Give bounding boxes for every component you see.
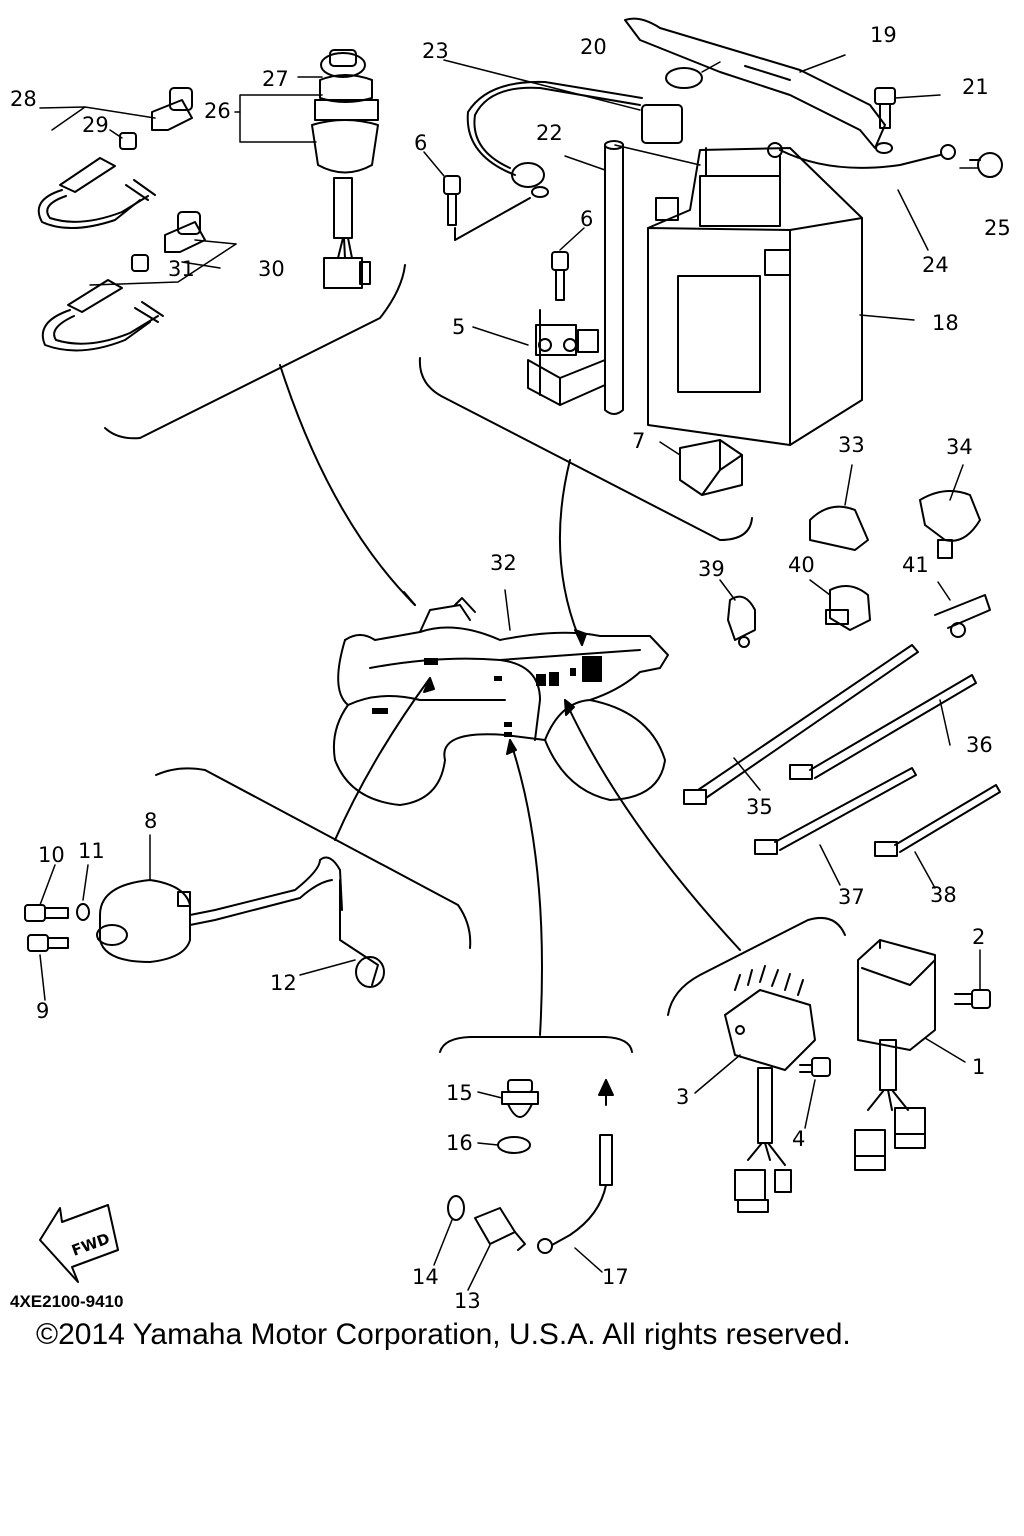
callout-41: 41: [902, 553, 929, 577]
callout-9: 9: [36, 999, 49, 1023]
cable-tie-38: [874, 784, 1001, 857]
callout-1: 1: [972, 1055, 985, 1079]
callout-14: 14: [412, 1265, 439, 1289]
callout-38: 38: [930, 883, 957, 907]
lead-part-17: [537, 1079, 614, 1254]
callout-leaders: [39, 54, 981, 1291]
main-switch: [311, 49, 379, 289]
screw-part-10: [24, 904, 69, 922]
clamp-part-34: [919, 490, 981, 559]
battery-band: [624, 17, 893, 154]
callout-3: 3: [676, 1085, 689, 1109]
callout-labels: 28 29 26 27 31 30 23 20 19 21 22 6 6 25 …: [10, 23, 1011, 1313]
callout-33: 33: [838, 433, 865, 457]
gasket-part-16: [497, 1136, 531, 1154]
callout-40: 40: [788, 553, 815, 577]
bolt-part-2: [954, 989, 991, 1009]
clamp-part-40: [825, 585, 871, 631]
battery: [647, 147, 863, 446]
callout-6-lower: 6: [580, 207, 593, 231]
clamp-part-39: [727, 595, 756, 648]
callout-4: 4: [792, 1127, 805, 1151]
bolt-part-6-right: [551, 251, 569, 301]
clamp-part-33: [809, 505, 869, 551]
ignition-coil: [96, 856, 385, 988]
cable-tie-36: [789, 674, 977, 780]
callout-11: 11: [78, 839, 105, 863]
vehicle-frame-outline: [332, 597, 669, 806]
callout-2: 2: [972, 925, 985, 949]
gasket-part-14: [447, 1195, 465, 1221]
bolt-part-4: [799, 1057, 831, 1077]
rectifier-regulator: [724, 965, 816, 1213]
callout-24: 24: [922, 253, 949, 277]
callout-39: 39: [698, 557, 725, 581]
thermo-switch-part-15: [501, 1079, 539, 1118]
callout-36: 36: [966, 733, 993, 757]
callout-37: 37: [838, 885, 865, 909]
callout-21: 21: [962, 75, 989, 99]
sensor-lead-lower: [41, 211, 206, 352]
bracket-rectifier-group: [667, 916, 846, 1016]
leader-switch-to-frame: [279, 364, 416, 606]
screw-part-9: [27, 934, 69, 952]
callout-32: 32: [490, 551, 517, 575]
nut-part-25: [969, 152, 1003, 178]
washer-part-11: [76, 903, 90, 921]
bracket-sensor-group: [439, 1036, 633, 1053]
drawing-code: 4XE2100-9410: [10, 1292, 123, 1311]
bolt-part-6-left: [443, 175, 461, 226]
callout-26: 26: [204, 99, 231, 123]
callout-28: 28: [10, 87, 37, 111]
callout-35: 35: [746, 795, 773, 819]
frame-component-marks: [372, 656, 602, 737]
callout-10: 10: [38, 843, 65, 867]
callout-6-upper: 6: [414, 131, 427, 155]
callout-27: 27: [262, 67, 289, 91]
bracket-coil-group: [155, 767, 472, 949]
leader-sensor-to-frame: [509, 739, 543, 1036]
callout-22: 22: [536, 121, 563, 145]
leader-battery-to-frame: [558, 459, 583, 646]
cable-tie-37: [754, 767, 917, 855]
negative-lead: [767, 142, 956, 169]
callout-5: 5: [452, 315, 465, 339]
callout-23: 23: [422, 39, 449, 63]
callout-29: 29: [82, 113, 109, 137]
callout-30: 30: [258, 257, 285, 281]
callout-20: 20: [580, 35, 607, 59]
copyright-notice: ©2014 Yamaha Motor Corporation, U.S.A. A…: [36, 1318, 851, 1351]
callout-34: 34: [946, 435, 973, 459]
cdi-unit: [854, 939, 936, 1171]
leader-coil-to-frame: [334, 677, 431, 841]
callout-8: 8: [144, 809, 157, 833]
callout-7: 7: [632, 429, 645, 453]
callout-15: 15: [446, 1081, 473, 1105]
callout-17: 17: [602, 1265, 629, 1289]
callout-19: 19: [870, 23, 897, 47]
callout-25: 25: [984, 216, 1011, 240]
callout-31: 31: [168, 257, 195, 281]
callout-18: 18: [932, 311, 959, 335]
callout-16: 16: [446, 1131, 473, 1155]
bracket-battery-group: [418, 357, 753, 541]
fwd-arrow-icon: [39, 1204, 119, 1283]
bracket-switch-group: [104, 264, 406, 440]
starter-cable: [466, 80, 683, 198]
clamp-part-41: [934, 594, 991, 638]
breather-tube: [539, 140, 624, 415]
sensor-lead-upper: [37, 87, 193, 230]
cable-tie-35: [683, 644, 919, 805]
leader-rectifier-to-frame: [564, 699, 741, 951]
callout-12: 12: [270, 971, 297, 995]
callout-13: 13: [454, 1289, 481, 1313]
cap-part-20: [665, 67, 703, 89]
relay-part-7: [679, 439, 743, 496]
bolt-part-21: [874, 87, 896, 129]
sensor-part-13: [474, 1207, 526, 1251]
